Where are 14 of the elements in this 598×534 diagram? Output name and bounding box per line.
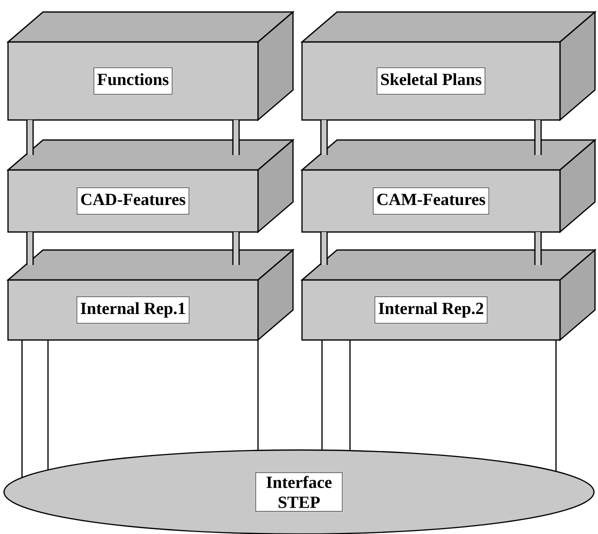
- connector-line: [349, 340, 351, 451]
- connector-line: [555, 340, 557, 472]
- connector-line: [320, 232, 328, 265]
- connector-line: [232, 120, 240, 155]
- connector-line: [534, 120, 542, 155]
- connector-line: [321, 340, 323, 450]
- connector-line: [26, 232, 34, 265]
- connector-line: [21, 340, 23, 478]
- connector-line: [47, 340, 49, 470]
- connector-line: [534, 232, 542, 265]
- connector-line: [257, 340, 259, 450]
- connector-line: [26, 120, 34, 155]
- connector-line: [232, 232, 240, 265]
- connector-line: [320, 120, 328, 155]
